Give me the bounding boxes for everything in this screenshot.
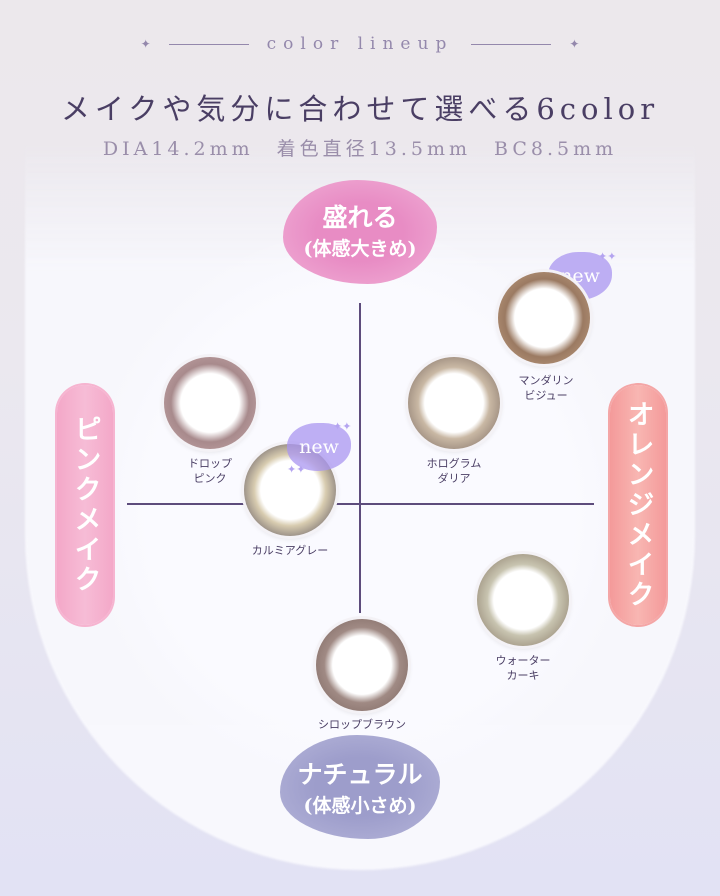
header: ✦ color lineup ✦	[0, 34, 720, 54]
new-badge-text: new	[299, 436, 339, 458]
sparkle-icon: ✦	[569, 37, 580, 51]
lens-name: カルミアグレー	[251, 544, 329, 557]
divider	[168, 43, 249, 45]
new-badge: new	[287, 423, 351, 471]
sparkle-icon: ✦✦	[333, 420, 352, 433]
lens-name: ピンク	[193, 472, 227, 485]
subtitle-row: ✦ color lineup ✦	[0, 34, 720, 54]
lens-name: ビジュー	[524, 389, 568, 402]
lens-name: カーキ	[506, 669, 540, 682]
axis-bottom-title: ナチュラル	[297, 760, 423, 789]
lens-name: ドロップ	[188, 457, 232, 470]
lens-mandarin-bijou[interactable]	[498, 272, 590, 364]
divider	[471, 43, 552, 45]
lens-name: ホログラム	[426, 457, 482, 470]
sparkle-icon: ✦✦	[598, 250, 617, 263]
lens-name: ウォーター	[495, 654, 551, 667]
axis-top-subtitle: (体感大きめ)	[303, 238, 417, 260]
vertical-axis	[359, 303, 361, 613]
axis-top-label: 盛れる (体感大きめ)	[283, 180, 437, 284]
sparkle-icon: ✦✦	[287, 463, 306, 476]
axis-bottom-label: ナチュラル (体感小さめ)	[280, 735, 440, 839]
spec-line: DIA14.2mm 着色直径13.5mm BC8.5mm	[102, 138, 618, 160]
sparkle-icon: ✦	[140, 37, 151, 51]
lens-hologram-dahlia[interactable]	[408, 357, 500, 449]
lens-label: マンダリンビジュー	[486, 373, 606, 403]
lens-label: ドロップピンク	[150, 456, 270, 486]
lens-label: ウォーターカーキ	[463, 653, 583, 683]
lens-syrup-brown[interactable]	[316, 619, 408, 711]
axis-left-label: ピンクメイク	[57, 385, 113, 625]
page-title: メイクや気分に合わせて選べる6color	[60, 92, 660, 126]
lens-name: シロップブラウン	[318, 718, 406, 731]
lens-drop-pink[interactable]	[164, 357, 256, 449]
lens-name: ダリア	[437, 472, 471, 485]
lens-label: ホログラムダリア	[394, 456, 514, 486]
axis-top-title: 盛れる	[322, 203, 398, 232]
lens-water-khaki[interactable]	[477, 554, 569, 646]
axis-right-label: オレンジメイク	[610, 385, 666, 625]
lens-label: カルミアグレー	[230, 543, 350, 558]
lens-name: マンダリン	[518, 374, 574, 387]
axis-bottom-subtitle: (体感小さめ)	[303, 795, 417, 817]
horizontal-axis	[127, 503, 594, 505]
lens-label: シロップブラウン	[302, 717, 422, 732]
subtitle: color lineup	[266, 34, 454, 54]
